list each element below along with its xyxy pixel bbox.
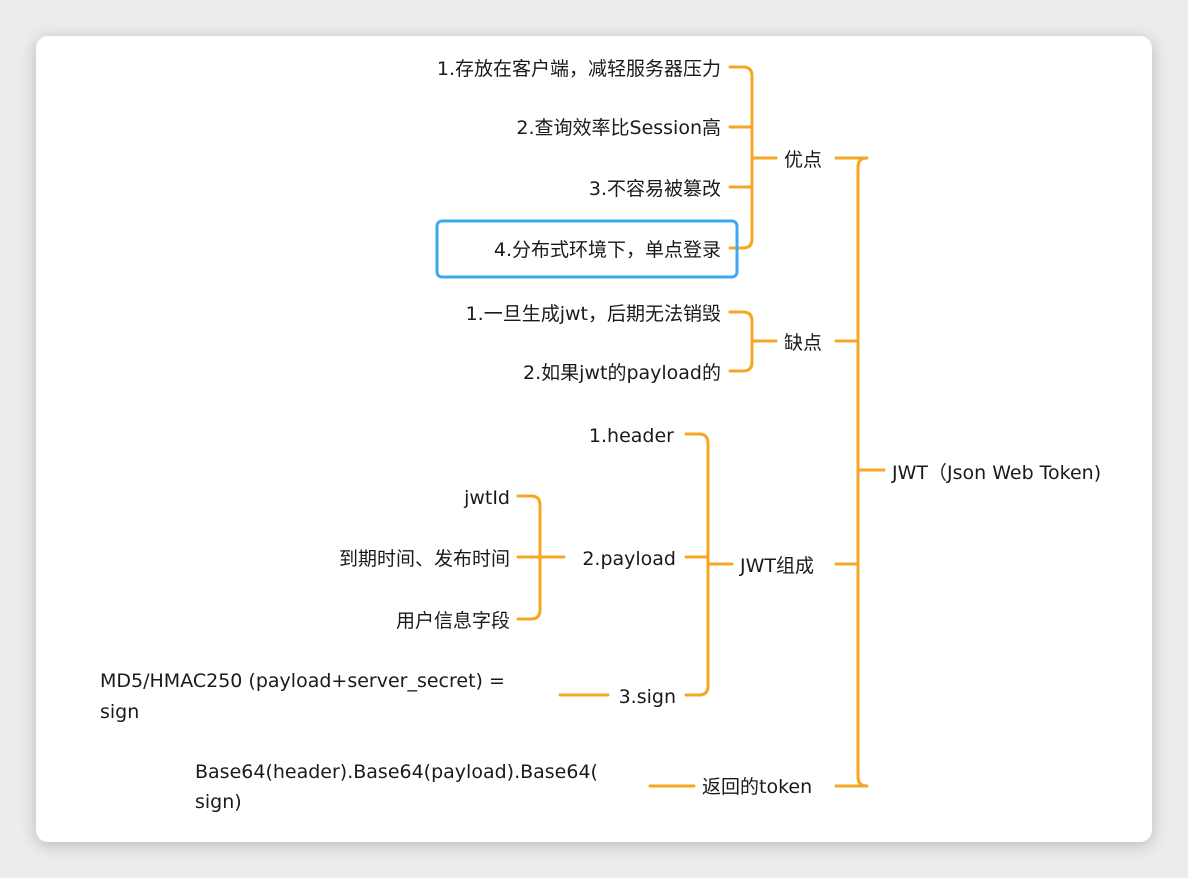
pros-item-3[interactable]: 3.不容易被篡改 [589, 178, 721, 200]
branch-lines [516, 65, 886, 788]
token-detail-line-1[interactable]: Base64(header).Base64(payload).Base64( [195, 761, 598, 783]
payload-item-2[interactable]: 到期时间、发布时间 [339, 548, 510, 570]
cons-item-1[interactable]: 1.一旦生成jwt，后期无法销毁 [466, 303, 721, 325]
payload-item-1[interactable]: jwtId [463, 487, 510, 509]
root-node[interactable]: JWT（Json Web Token) [891, 462, 1101, 484]
root-connector [834, 156, 886, 788]
composition-connector [684, 432, 734, 697]
pros-item-1[interactable]: 1.存放在客户端，减轻服务器压力 [437, 58, 721, 80]
pros-item-2[interactable]: 2.查询效率比Session高 [516, 117, 721, 139]
mindmap-diagram: JWT（Json Web Token) 优点 1.存放在客户端，减轻服务器压力 … [100, 58, 1101, 813]
token-detail-line-2[interactable]: sign) [195, 791, 242, 813]
cons-item-2[interactable]: 2.如果jwt的payload的 [523, 362, 721, 384]
composition-header[interactable]: 1.header [589, 425, 674, 447]
composition-sign[interactable]: 3.sign [619, 686, 676, 708]
selection-highlight [435, 219, 739, 279]
pros-connector [728, 65, 778, 250]
sign-detail-line-1[interactable]: MD5/HMAC250 (payload+server_secret) = [100, 670, 505, 692]
payload-item-3[interactable]: 用户信息字段 [396, 610, 510, 632]
branch-cons[interactable]: 缺点 [784, 332, 822, 354]
sign-detail-line-2[interactable]: sign [100, 701, 139, 723]
payload-connector [516, 494, 566, 621]
branch-token[interactable]: 返回的token [702, 776, 812, 798]
composition-payload[interactable]: 2.payload [582, 548, 676, 570]
branch-composition[interactable]: JWT组成 [739, 555, 814, 577]
branch-pros[interactable]: 优点 [784, 149, 822, 171]
pros-item-4[interactable]: 4.分布式环境下，单点登录 [494, 239, 721, 261]
cons-connector [728, 310, 778, 373]
mindmap-canvas: JWT（Json Web Token) 优点 1.存放在客户端，减轻服务器压力 … [36, 36, 1152, 842]
